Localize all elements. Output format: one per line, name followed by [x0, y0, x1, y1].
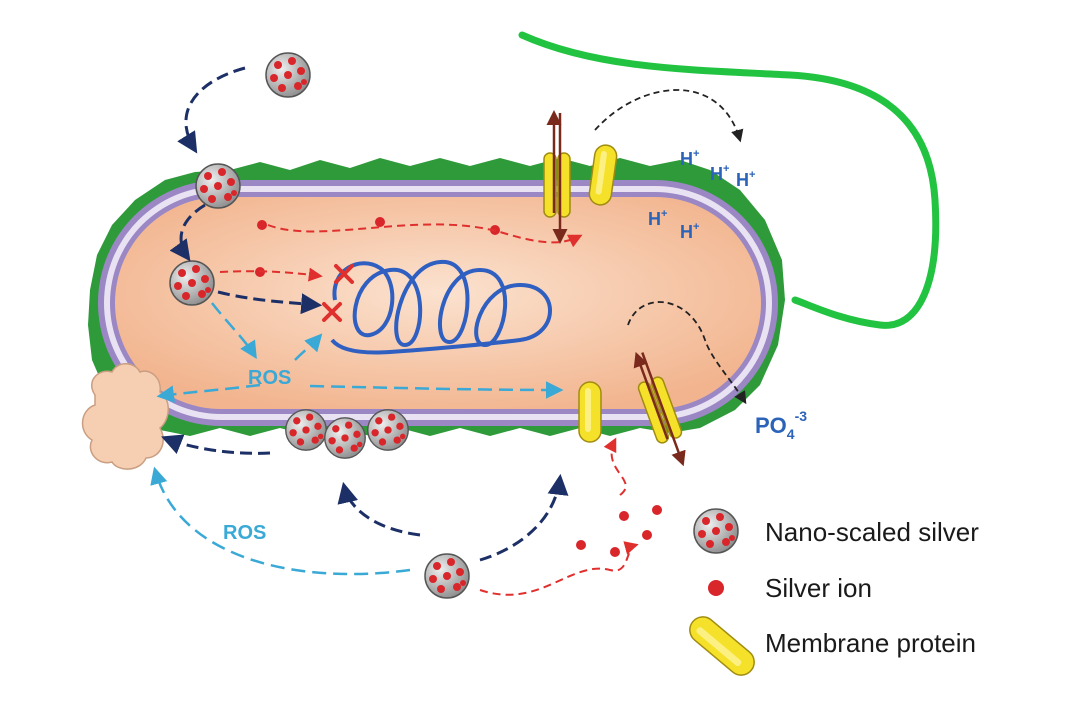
svg-text:Nano-scaled silver: Nano-scaled silver — [765, 517, 979, 547]
legend: Nano-scaled silver Silver ion Membrane p… — [689, 508, 979, 676]
svg-text:H+: H+ — [710, 163, 729, 184]
membrane-protein-icon — [689, 616, 755, 676]
membrane-channel — [543, 110, 571, 244]
membrane-protein — [578, 381, 602, 443]
silver-nanoparticle — [169, 260, 215, 306]
cytoplasm — [115, 197, 761, 409]
svg-text:H+: H+ — [680, 221, 699, 242]
legend-item: Silver ion — [708, 573, 872, 603]
silver-ions — [255, 217, 662, 557]
ruptured-membrane-fragment — [81, 363, 169, 470]
nanoparticle-movement-arrows — [161, 66, 569, 562]
dna-damage-mark — [322, 302, 342, 322]
silver-nanoparticle — [424, 553, 470, 599]
svg-text:H+: H+ — [680, 148, 699, 169]
ros-label-outside: ROS — [223, 522, 266, 544]
legend-item: Nano-scaled silver — [693, 508, 979, 554]
phosphate-label: PO4-3 — [755, 408, 807, 442]
silver-nanoparticle — [324, 417, 366, 459]
silver-nanoparticle — [195, 163, 241, 209]
svg-text:Membrane protein: Membrane protein — [765, 628, 976, 658]
svg-text:H+: H+ — [648, 208, 667, 229]
bacterial-dna — [330, 259, 552, 355]
silver-nanoparticle — [285, 409, 327, 451]
membrane-channel — [633, 351, 686, 467]
proton-labels: H+ H+ H+ H+ H+ — [648, 148, 755, 242]
ros-arrows — [150, 302, 564, 576]
silver-nanoparticle — [265, 52, 311, 98]
dna-damage-mark — [334, 264, 354, 284]
silver-nanoparticle — [367, 409, 409, 451]
silver-ion-icon — [708, 580, 724, 596]
silver-nanoparticle-icon — [693, 508, 739, 554]
efflux-arrows — [594, 89, 747, 405]
ros-label-inside: ROS — [248, 367, 291, 389]
legend-item: Membrane protein — [689, 616, 976, 676]
silver-ion-movement-arrows — [219, 223, 639, 596]
svg-text:Silver ion: Silver ion — [765, 573, 872, 603]
flagellum — [518, 31, 940, 329]
svg-text:H+: H+ — [736, 169, 755, 190]
